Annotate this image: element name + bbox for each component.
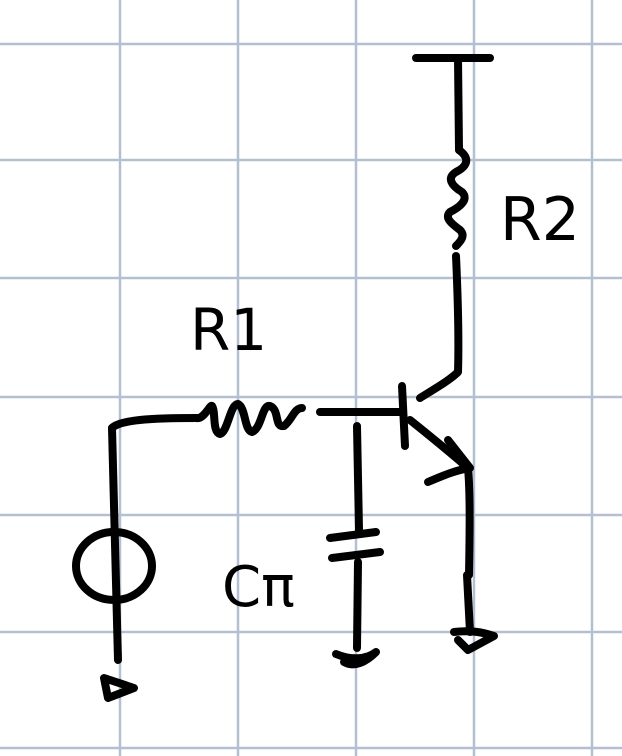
label-r2: R2 <box>500 185 580 255</box>
bjt-transistor <box>398 382 474 579</box>
ground-source <box>100 674 138 702</box>
supply-rail <box>412 54 494 154</box>
ground-emitter <box>450 571 498 654</box>
current-source <box>72 424 156 664</box>
resistor-r2 <box>443 146 471 250</box>
label-r1: R1 <box>190 296 267 364</box>
capacitor-c-pi <box>326 422 384 652</box>
collector-wire <box>416 252 463 402</box>
left-wire <box>108 414 200 432</box>
resistor-r1 <box>192 400 306 438</box>
ground-capacitor <box>332 648 380 669</box>
label-c-pi: Cπ <box>222 555 295 620</box>
